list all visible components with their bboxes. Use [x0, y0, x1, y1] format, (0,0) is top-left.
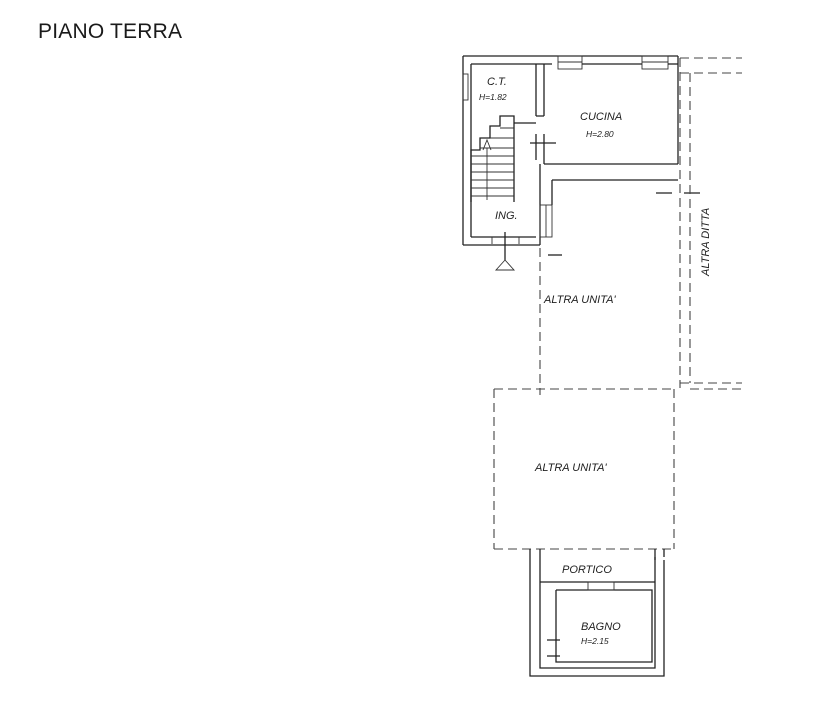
room-label-ct: C.T.	[487, 76, 507, 88]
room-label-altra-unita-upper: ALTRA UNITA'	[543, 294, 616, 306]
neighbour-boundaries	[493, 57, 742, 550]
staircase	[470, 115, 515, 202]
room-height-bagno: H=2.15	[581, 636, 609, 646]
room-label-altra-unita-lower: ALTRA UNITA'	[534, 462, 607, 474]
main-block-walls	[462, 55, 700, 271]
room-label-cucina: CUCINA	[580, 111, 622, 123]
lower-block-walls	[529, 549, 665, 677]
room-label-ingresso: ING.	[495, 210, 518, 222]
room-label-portico: PORTICO	[562, 564, 612, 576]
room-height-cucina: H=2.80	[586, 129, 614, 139]
room-height-ct: H=1.82	[479, 92, 507, 102]
room-label-bagno: BAGNO	[581, 621, 621, 633]
room-label-altra-ditta: ALTRA DITTA	[700, 208, 712, 277]
plan-title: PIANO TERRA	[38, 20, 183, 43]
